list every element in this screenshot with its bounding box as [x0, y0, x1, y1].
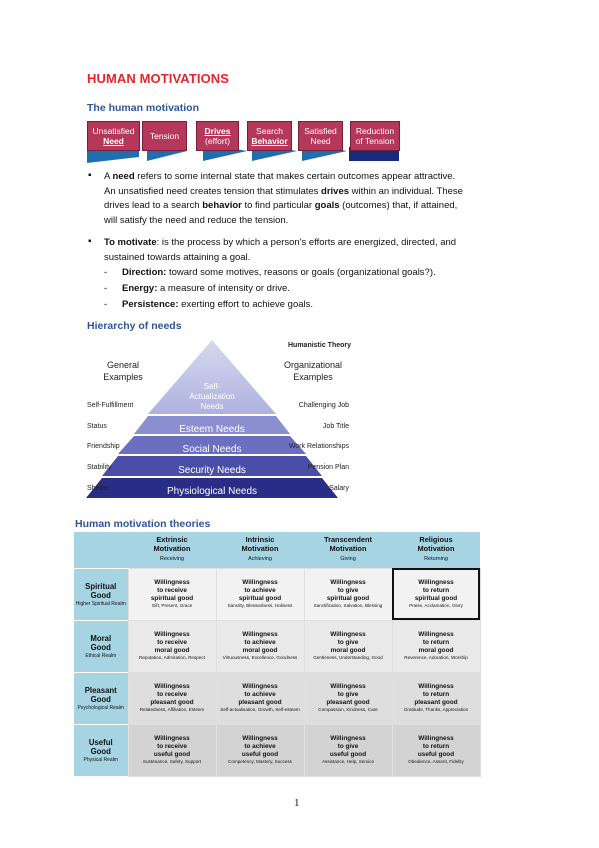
pyramid-graphic: [86, 340, 338, 498]
chain-step-text: Drives: [204, 126, 231, 136]
general-example: Friendship: [87, 443, 120, 450]
chain-step-text: Need: [103, 136, 124, 146]
section-heading-human-motivation: The human motivation: [87, 102, 200, 114]
dash-marker: -: [104, 299, 108, 310]
level-label-physiological: Physiological Needs: [166, 486, 258, 497]
chain-step-text: (effort): [205, 136, 230, 146]
sub-bullet-energy: Energy: a measure of intensity or drive.: [122, 283, 290, 294]
chain-step-text: Reduction: [355, 126, 395, 136]
chain-step-text: Search: [256, 126, 283, 136]
chain-step-drives: Drives (effort): [196, 121, 239, 151]
org-example: Work Relationships: [288, 443, 349, 450]
general-example: Stability: [87, 464, 112, 471]
chain-step-search-behavior: Search Behavior: [247, 121, 292, 151]
pyramid-level-physiological: [86, 478, 338, 498]
org-example: Pension Plan: [307, 464, 349, 471]
level-label-social: Social Needs: [182, 444, 242, 455]
section-heading-hierarchy: Hierarchy of needs: [87, 320, 182, 332]
general-example: Shelter: [87, 485, 110, 492]
sub-bullet-direction: Direction: toward some motives, reasons …: [122, 267, 436, 278]
chain-step-text: of Tension: [355, 136, 395, 146]
chain-step-text: Behavior: [251, 136, 288, 146]
chain-step-tension: Tension: [142, 121, 187, 151]
chain-step-satisfied-need: Satisfied Need: [298, 121, 343, 151]
level-label-security: Security Needs: [178, 465, 246, 476]
general-example: Self-Fulfillment: [87, 402, 134, 409]
chain-step-text: Tension: [149, 131, 180, 141]
dash-marker: -: [104, 283, 108, 294]
right-head-line1: Organizational: [283, 360, 343, 370]
bullet-need-paragraph: A need refers to some internal state tha…: [104, 171, 463, 226]
page-number: 1: [294, 797, 300, 809]
pyramid-level-social: [118, 436, 306, 454]
table-corner: [74, 532, 128, 568]
pyramid-theory-label: Humanistic Theory: [288, 342, 352, 349]
bullet-marker: ▪: [88, 236, 92, 247]
right-head-line2: Examples: [293, 372, 333, 382]
bullet-marker: ▪: [88, 170, 92, 181]
chain-step-reduction-of-tension: Reduction of Tension: [350, 121, 400, 151]
org-example: Challenging Job: [298, 402, 349, 409]
left-head-line1: General: [106, 360, 140, 370]
dash-marker: -: [104, 267, 108, 278]
org-example: Job Title: [322, 423, 349, 430]
bullet-motivate-paragraph: To motivate: is the process by which a p…: [104, 237, 457, 263]
sub-bullet-persistence: Persistence: exerting effort to achieve …: [122, 299, 314, 310]
left-head-line2: Examples: [103, 372, 143, 382]
pyramid-level-security: [102, 456, 322, 476]
page-title: HUMAN MOTIVATIONS: [87, 71, 230, 86]
chain-step-unsatisfied-need: Unsatisfied Need: [87, 121, 140, 151]
section-heading-theories: Human motivation theories: [75, 518, 211, 530]
pyramid-level-self-actualization: [148, 340, 276, 414]
org-example: Salary: [329, 485, 349, 492]
chain-step-text: Satisfied: [304, 126, 337, 136]
chain-step-text: Unsatisfied: [92, 126, 135, 136]
chain-step-text: Need: [310, 136, 331, 146]
level-label-esteem: Esteem Needs: [179, 424, 245, 435]
pyramid-level-esteem: [134, 416, 290, 434]
general-example: Status: [87, 423, 107, 430]
